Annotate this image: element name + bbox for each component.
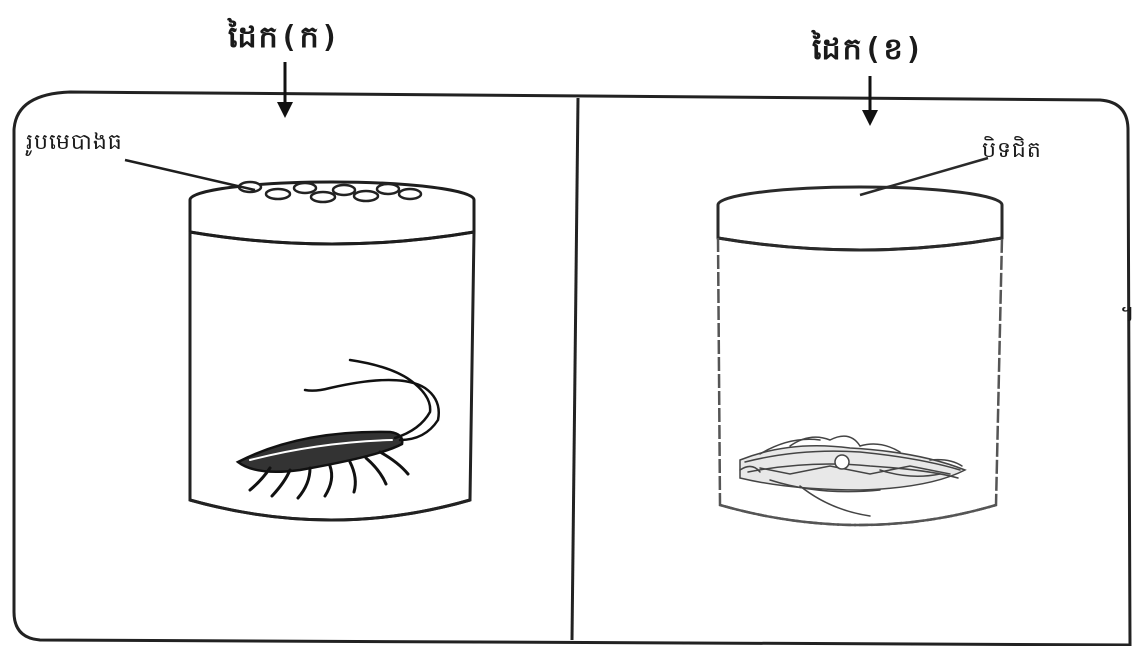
cockroach-alive-icon: [238, 360, 439, 498]
arrow-jar-a: [277, 62, 293, 118]
jar-a-title: ដៃក(ក): [228, 18, 341, 62]
jar-b-title: ដៃក(ខ): [812, 30, 925, 74]
jar-b-callout: បិទជិត: [982, 136, 1042, 168]
panel-divider: [572, 98, 578, 640]
callout-leader-a: [125, 160, 255, 190]
cockroach-dead-icon: [740, 436, 965, 516]
edge-mark: ។: [1120, 300, 1134, 332]
jar-a: [125, 160, 474, 520]
arrow-jar-b: [862, 76, 878, 126]
jar-a-callout: រូបមេបាងធ: [26, 128, 123, 160]
jar-b: [718, 158, 1002, 525]
